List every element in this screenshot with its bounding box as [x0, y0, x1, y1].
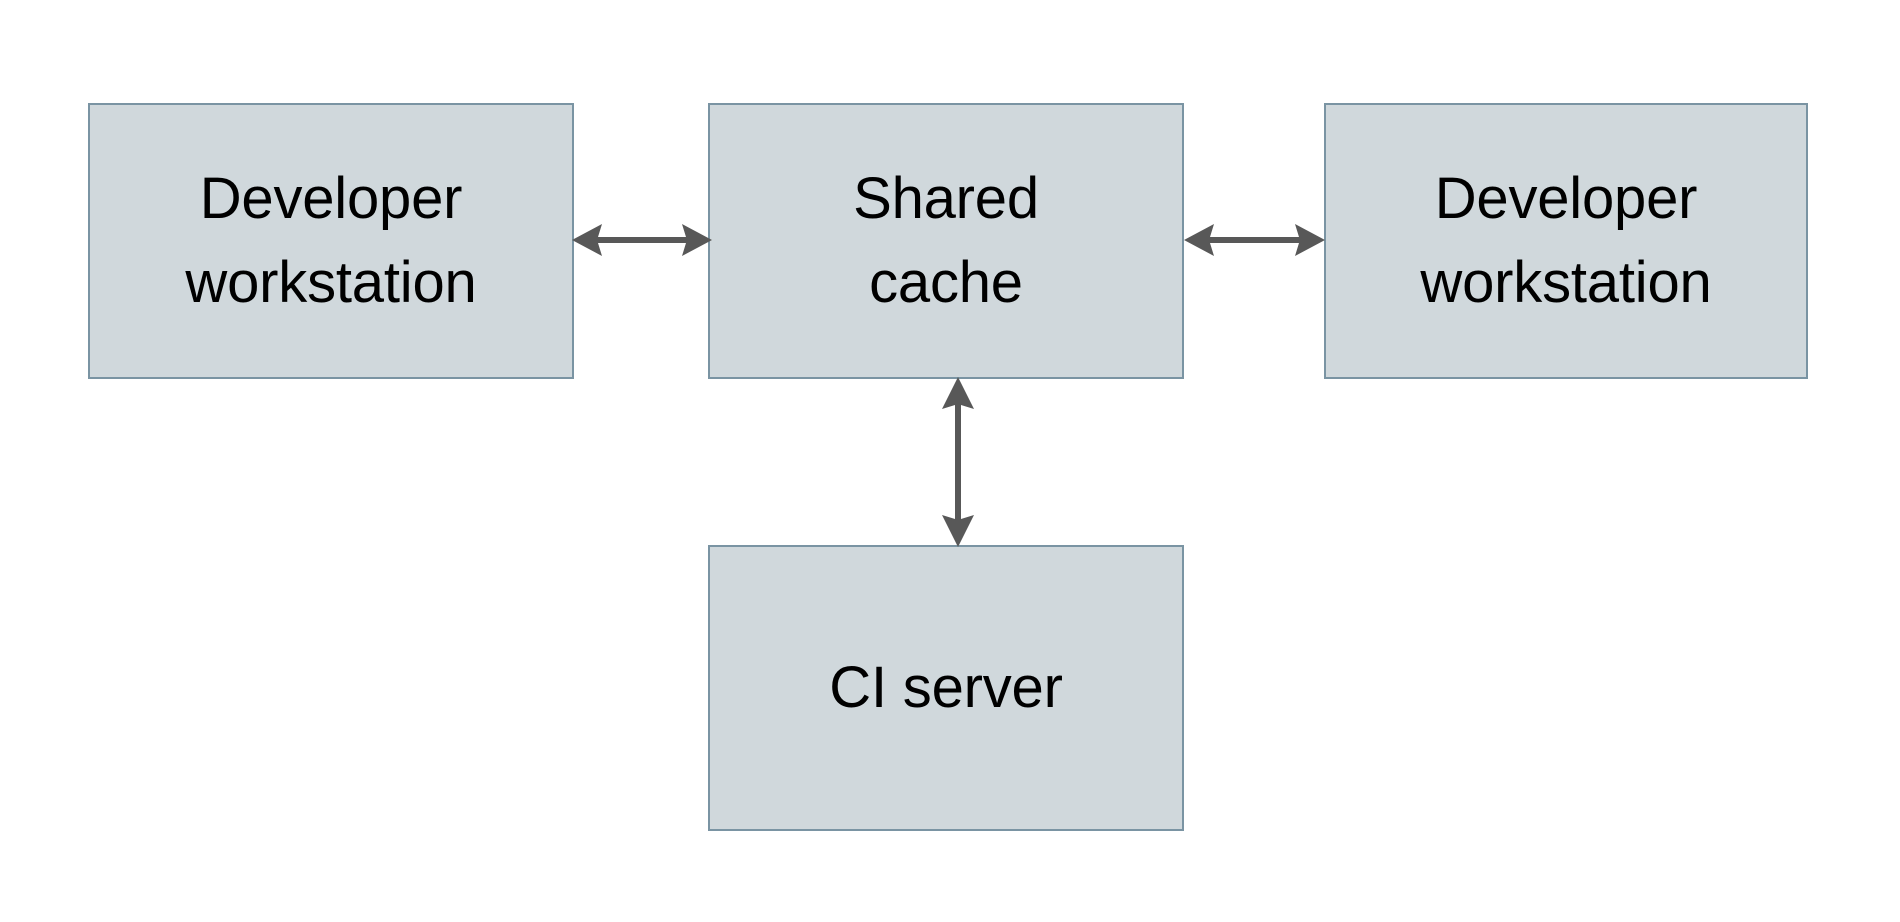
node-developer-workstation-left[interactable]: Developer workstation [88, 103, 574, 379]
node-label: Developer workstation [1420, 166, 1712, 315]
node-shared-cache[interactable]: Shared cache [708, 103, 1184, 379]
node-label: Shared cache [853, 166, 1039, 315]
double-arrow-icon [1184, 224, 1325, 256]
connector-left-workstation-to-shared-cache [572, 216, 712, 264]
double-arrow-icon [572, 224, 712, 256]
node-label: CI server [829, 655, 1063, 720]
double-arrow-icon [942, 377, 974, 547]
connector-shared-cache-to-right-workstation [1184, 216, 1325, 264]
node-label: Developer workstation [185, 166, 477, 315]
node-developer-workstation-right[interactable]: Developer workstation [1324, 103, 1808, 379]
connector-ci-server-to-shared-cache [934, 377, 982, 547]
node-ci-server[interactable]: CI server [708, 545, 1184, 831]
